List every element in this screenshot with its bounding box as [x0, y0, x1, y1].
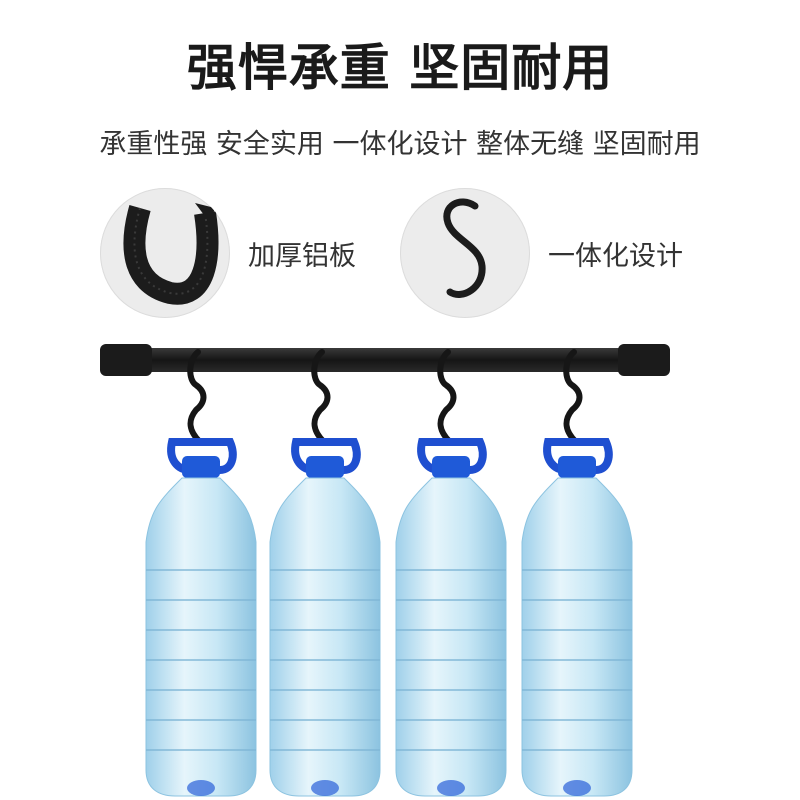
- water-bottle-4: [521, 438, 633, 797]
- feature-label-thick-aluminum: 加厚铝板: [248, 240, 356, 272]
- feature-summary: 承重性强 安全实用 一体化设计 整体无缝 坚固耐用: [99, 129, 701, 160]
- water-bottle-2: [269, 438, 381, 797]
- hook-1: [187, 349, 207, 445]
- product-photo: [0, 330, 800, 800]
- thick-aluminum-hook-icon: [100, 188, 230, 318]
- feature-one-piece: 一体化设计: [400, 188, 683, 318]
- hanging-rail: [100, 344, 670, 376]
- feature-thick-aluminum: 加厚铝板: [100, 188, 356, 318]
- hook-3: [437, 349, 457, 445]
- headline: 强悍承重 坚固耐用: [186, 39, 614, 97]
- water-bottle-1: [145, 438, 257, 797]
- hook-2: [311, 349, 331, 445]
- water-bottle-3: [395, 438, 507, 797]
- hook-4: [563, 349, 583, 445]
- feature-label-one-piece: 一体化设计: [548, 240, 683, 272]
- s-hook-icon: [400, 188, 530, 318]
